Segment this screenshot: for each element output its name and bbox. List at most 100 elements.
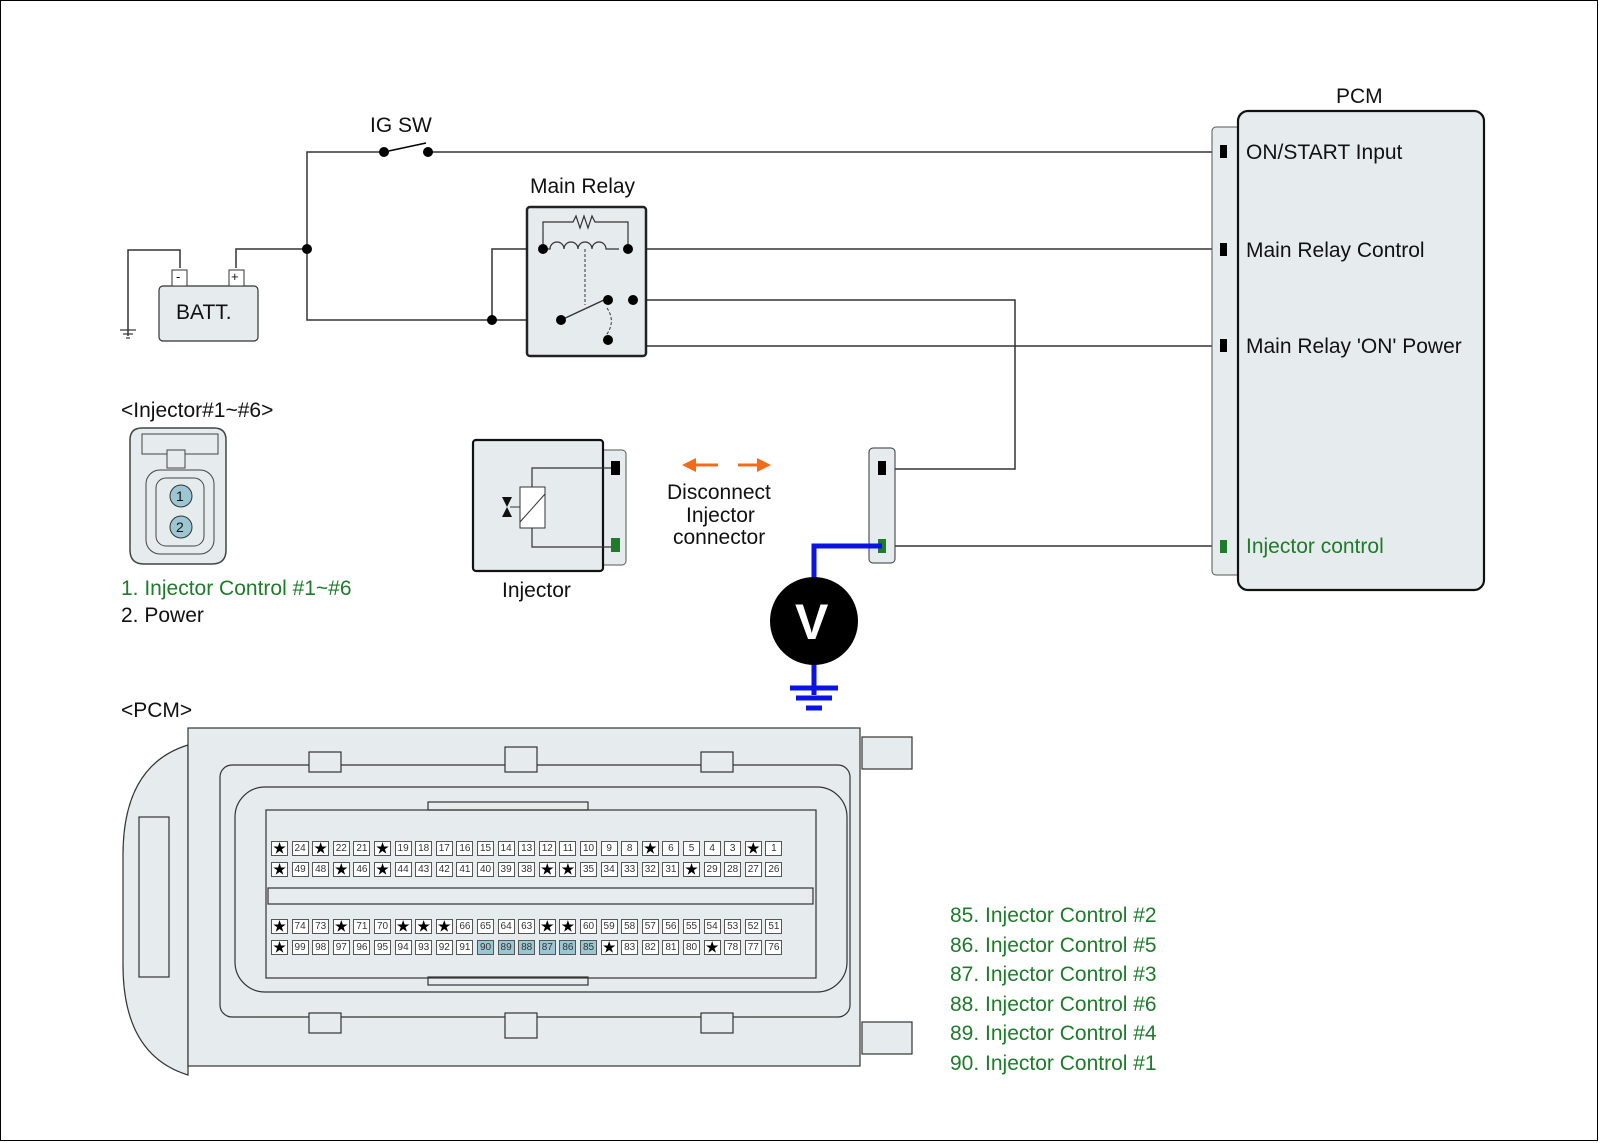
disconnect-note-line2: Injector — [686, 504, 755, 527]
injector-pin-1: 1 — [176, 488, 184, 504]
injector-legend-1: 1. Injector Control #1~#6 — [121, 577, 352, 600]
junction-dot — [487, 315, 497, 325]
pcm-pin-40: 40 — [477, 862, 494, 877]
pcm-pin-unused: ★ — [744, 841, 762, 856]
relay-on-power-wire — [632, 300, 1220, 347]
pcm-pin-unused: ★ — [332, 919, 350, 934]
pcm-pin-unused: ★ — [271, 919, 288, 934]
voltmeter-icon — [770, 577, 858, 665]
pcm-terminal-on-start: ON/START Input — [1246, 141, 1403, 164]
pcm-terminal-main-relay-control: Main Relay Control — [1246, 239, 1425, 262]
ground-icon — [120, 329, 136, 339]
pcm-pin-15: 15 — [477, 841, 494, 856]
battery-ground-wire — [127, 249, 181, 336]
pcm-pin-91: 91 — [456, 940, 474, 955]
pcm-pin-unused: ★ — [683, 862, 700, 877]
pcm-pin-97: 97 — [332, 940, 350, 955]
pcm-pin-3: 3 — [724, 841, 742, 856]
pcm-pin-58: 58 — [621, 919, 639, 934]
pcm-pin-96: 96 — [353, 940, 371, 955]
pcm-pin-73: 73 — [312, 919, 330, 934]
pcm-pin-65: 65 — [477, 919, 494, 934]
pcm-pin-41: 41 — [456, 862, 474, 877]
pcm-pin-71: 71 — [353, 919, 371, 934]
pcm-legend-90: 90. Injector Control #1 — [950, 1052, 1157, 1075]
main-relay-icon — [525, 205, 648, 358]
injector-power-wire — [633, 299, 1016, 470]
pcm-connector-body-icon — [122, 727, 913, 1076]
pcm-pin-54: 54 — [703, 919, 721, 934]
pcm-pin-63: 63 — [518, 919, 536, 934]
voltmeter-symbol: V — [795, 594, 829, 650]
pcm-pin-83: 83 — [621, 940, 639, 955]
main-relay-label: Main Relay — [530, 175, 636, 198]
pcm-block-title: PCM — [1336, 85, 1383, 108]
pcm-pin-27: 27 — [744, 862, 762, 877]
pcm-pin-22: 22 — [332, 841, 350, 856]
pcm-pin-unused: ★ — [374, 862, 391, 877]
pcm-legend-86: 86. Injector Control #5 — [950, 934, 1157, 957]
pcm-pin-52: 52 — [744, 919, 762, 934]
pcm-pin-77: 77 — [744, 940, 762, 955]
pcm-pin-11: 11 — [559, 841, 577, 856]
pcm-pin-unused: ★ — [271, 841, 288, 856]
pcm-pin-66: 66 — [456, 919, 474, 934]
pcm-pin-93: 93 — [415, 940, 433, 955]
pcm-pin-6: 6 — [662, 841, 680, 856]
pcm-terminal-injector-control: Injector control — [1246, 535, 1384, 558]
pcm-pin-81: 81 — [662, 940, 680, 955]
pcm-pin-48: 48 — [312, 862, 330, 877]
pcm-pin-unused: ★ — [538, 919, 556, 934]
pcm-pin-85: 85 — [580, 940, 597, 955]
pcm-pin-60: 60 — [580, 919, 597, 934]
pcm-legend-88: 88. Injector Control #6 — [950, 993, 1157, 1016]
battery-negative: - — [176, 269, 181, 284]
pcm-pin-unused: ★ — [312, 841, 330, 856]
pcm-pin-4: 4 — [703, 841, 721, 856]
injector-connector-title: <Injector#1~#6> — [121, 399, 274, 422]
pcm-pin-46: 46 — [353, 862, 371, 877]
pcm-pin-9: 9 — [600, 841, 618, 856]
pcm-pin-99: 99 — [291, 940, 309, 955]
pcm-pin-1: 1 — [765, 841, 783, 856]
battery-positive: + — [231, 269, 239, 284]
pcm-pin-24: 24 — [291, 841, 309, 856]
pcm-pin-57: 57 — [641, 919, 659, 934]
pcm-pin-64: 64 — [497, 919, 515, 934]
pcm-pin-unused: ★ — [641, 841, 659, 856]
probe-wire — [811, 543, 882, 580]
pcm-pin-34: 34 — [600, 862, 618, 877]
pcm-pin-unused: ★ — [559, 862, 577, 877]
pcm-block — [1211, 109, 1486, 592]
pcm-pin-14: 14 — [497, 841, 515, 856]
pcm-pin-unused: ★ — [271, 862, 288, 877]
pcm-pin-17: 17 — [435, 841, 453, 856]
pcm-pin-43: 43 — [415, 862, 433, 877]
injector-icon — [471, 438, 627, 573]
pcm-pin-88: 88 — [518, 940, 536, 955]
pcm-pin-53: 53 — [724, 919, 742, 934]
pcm-pin-32: 32 — [641, 862, 659, 877]
pcm-pin-89: 89 — [497, 940, 515, 955]
pcm-pin-94: 94 — [394, 940, 412, 955]
pcm-pin-unused: ★ — [415, 919, 433, 934]
injector-legend-2: 2. Power — [121, 604, 204, 627]
pcm-pin-80: 80 — [683, 940, 700, 955]
injector-connector-face-icon — [129, 427, 227, 565]
pcm-pin-59: 59 — [600, 919, 618, 934]
pcm-pin-10: 10 — [580, 841, 597, 856]
pcm-pin-unused: ★ — [435, 919, 453, 934]
pcm-pin-unused: ★ — [559, 919, 577, 934]
pcm-pin-8: 8 — [621, 841, 639, 856]
probe-ground-icon — [790, 685, 838, 711]
pcm-pin-86: 86 — [559, 940, 577, 955]
pcm-pin-unused: ★ — [332, 862, 350, 877]
battery-icon — [158, 269, 259, 342]
pcm-pin-5: 5 — [683, 841, 700, 856]
battery-label: BATT. — [176, 301, 232, 324]
pcm-terminal-main-relay-on-power: Main Relay 'ON' Power — [1246, 335, 1462, 358]
injector-pin-2: 2 — [176, 519, 184, 535]
pcm-pin-56: 56 — [662, 919, 680, 934]
relay-feed-wire — [306, 249, 561, 321]
